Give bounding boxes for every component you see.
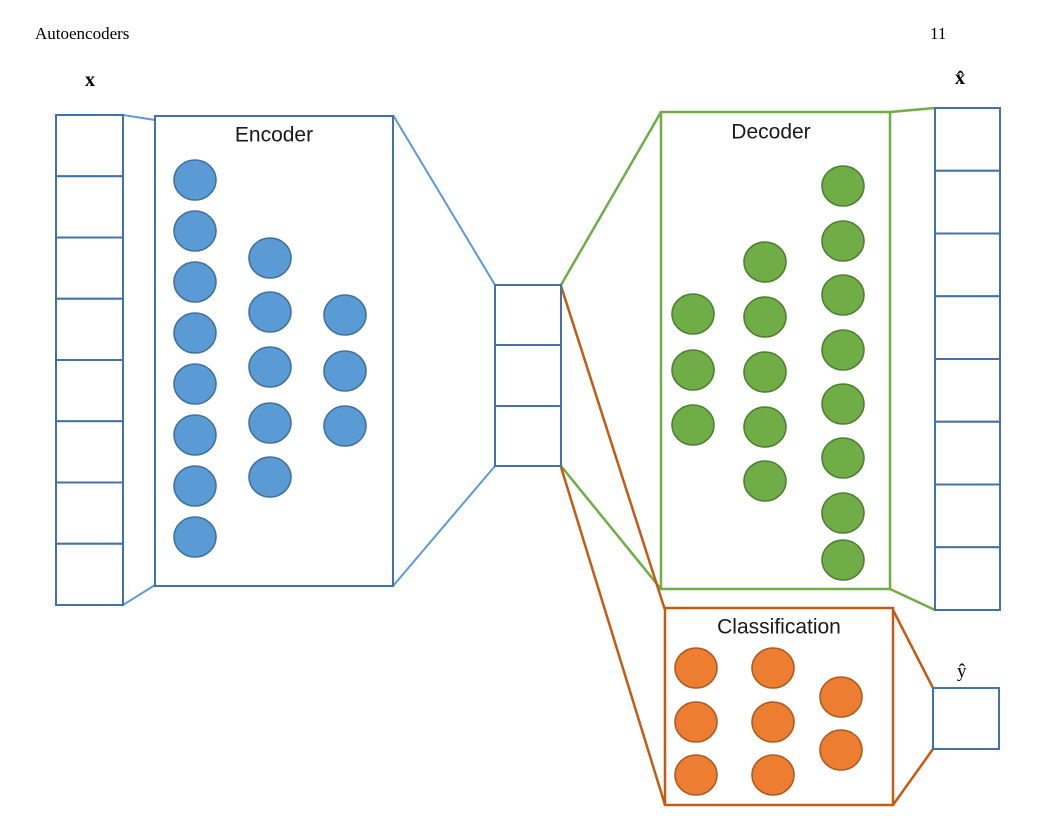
decoder-layer-3 [821,165,865,581]
classification-layer-3 [819,676,863,771]
neuron [821,383,865,425]
neuron [248,346,292,388]
neuron [819,729,863,771]
neuron [248,291,292,333]
neuron [674,701,718,743]
neuron [821,274,865,316]
encoder-layer-3 [323,294,367,447]
vector-cell [934,420,1001,486]
latent-vector [494,284,562,467]
neuron [751,701,795,743]
neuron [173,363,217,405]
neuron [821,492,865,534]
connector-classification-to-yhat [891,609,935,806]
vector-cell [55,236,124,300]
neuron [323,350,367,392]
decoder-layer-1 [671,293,715,446]
encoder-title: Encoder [235,124,313,147]
latent-cell [494,405,562,467]
neuron [248,402,292,444]
input-vector-label: x [85,69,95,91]
classification-layer-2 [751,647,795,796]
input-vector-x [55,114,124,606]
vector-cell [934,107,1001,172]
vector-cell [55,114,124,178]
neuron [821,539,865,581]
neuron [173,312,217,354]
connector-input-to-encoder [122,114,156,606]
vector-cell [934,483,1001,549]
neuron [248,456,292,498]
neuron [173,465,217,507]
vector-cell [55,481,124,545]
vector-cell [55,297,124,361]
neuron [743,351,787,393]
neuron [821,220,865,262]
neuron [173,516,217,558]
neuron [173,159,217,201]
output-vector-label: x̂ [955,67,965,89]
vector-cell [55,359,124,423]
neuron [751,647,795,689]
neuron [671,349,715,391]
neuron [674,754,718,796]
neuron [743,241,787,283]
encoder-layer-1 [173,159,217,558]
class-output-label: ŷ [957,661,967,682]
vector-cell [55,542,124,606]
vector-cell [934,546,1001,611]
document-header-title: Autoencoders [35,24,130,43]
vector-cell [934,169,1001,235]
vector-cell [934,295,1001,360]
decoder-block: Decoder [659,110,892,591]
neuron [743,406,787,448]
latent-cell [494,344,562,407]
neuron [821,437,865,479]
neuron [819,676,863,718]
latent-cell [494,284,562,346]
neuron [743,296,787,338]
neuron [173,210,217,252]
decoder-title: Decoder [731,121,810,144]
classification-block: Classification [663,606,895,807]
connector-encoder-to-latent [392,114,496,587]
neuron [173,414,217,456]
connector-latent-to-classification [559,285,667,806]
neuron [674,647,718,689]
neuron [323,405,367,447]
connector-latent-to-decoder [559,111,663,590]
vector-cell [55,175,124,239]
vector-cell [932,687,1000,750]
neuron [671,404,715,446]
decoder-layer-2 [743,241,787,502]
neuron [323,294,367,336]
output-vector-xhat [934,107,1001,611]
classification-title: Classification [717,616,841,639]
class-output-yhat [932,687,1000,750]
neuron [743,460,787,502]
classification-layer-1 [674,647,718,796]
neuron [671,293,715,335]
vector-cell [934,358,1001,423]
neuron [173,261,217,303]
vector-cell [55,420,124,484]
neuron [821,329,865,371]
vector-cell [934,232,1001,298]
neuron [751,754,795,796]
neuron [821,165,865,207]
page-number: 11 [930,24,947,43]
encoder-layer-2 [248,237,292,498]
encoder-block: Encoder [154,115,394,587]
neuron [248,237,292,279]
connector-decoder-to-xhat [889,106,936,612]
